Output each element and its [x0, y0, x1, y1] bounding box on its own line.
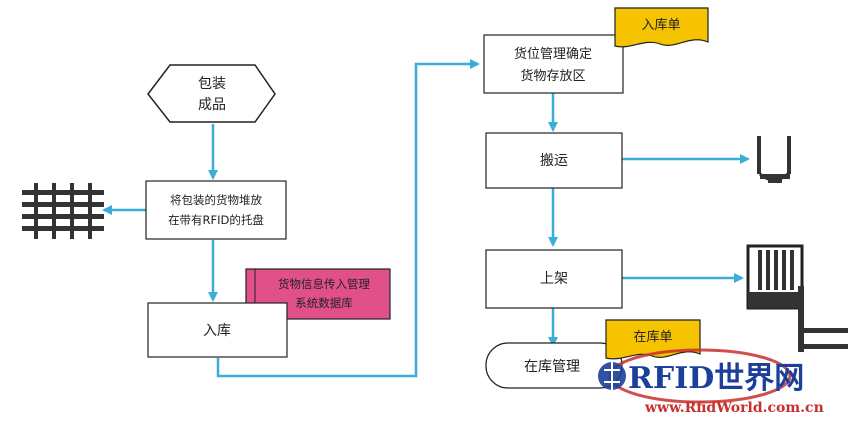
watermark: RFID世界网 www.RfidWorld.com.cn: [598, 348, 824, 416]
packaged-product-line2: 成品: [198, 97, 226, 113]
stock-form-label: 在库单: [633, 329, 672, 345]
stock-mgmt-label: 在库管理: [524, 359, 580, 375]
location-mgmt-line2: 货物存放区: [520, 68, 585, 84]
node-shelving: 上架: [485, 249, 623, 309]
load-pallet-line2: 在带有RFID的托盘: [168, 213, 264, 227]
inbound-label: 入库: [203, 323, 231, 339]
node-inbound: 入库: [147, 302, 288, 358]
shelving-label: 上架: [540, 271, 568, 287]
load-pallet-line1: 将包装的货物堆放: [170, 193, 262, 207]
connectors: [102, 59, 750, 378]
watermark-url: www.RfidWorld.com.cn: [644, 400, 824, 416]
info-upload-line1: 货物信息传入管理: [278, 277, 370, 291]
document-stock-form: 在库单: [605, 319, 701, 360]
pallet-rack-icon: [22, 183, 104, 239]
watermark-brand: RFID世界网: [628, 361, 804, 396]
forklift-icon: [757, 136, 791, 183]
node-stock-mgmt: 在库管理: [485, 342, 623, 389]
node-transport: 搬运: [485, 132, 623, 189]
node-packaged-product: 包装 成品: [147, 64, 276, 123]
document-inbound-form: 入库单: [614, 7, 709, 48]
transport-label: 搬运: [540, 153, 568, 169]
node-load-pallet: 将包装的货物堆放 在带有RFID的托盘: [145, 180, 287, 240]
location-mgmt-line1: 货位管理确定: [514, 46, 592, 62]
inbound-form-label: 入库单: [641, 17, 680, 33]
stacker-icon: [746, 244, 848, 352]
info-upload-line2: 系统数据库: [295, 296, 353, 310]
node-location-mgmt: 货位管理确定 货物存放区: [483, 34, 624, 94]
arrow-inbound-to-location: [216, 59, 480, 378]
packaged-product-line1: 包装: [198, 76, 226, 92]
